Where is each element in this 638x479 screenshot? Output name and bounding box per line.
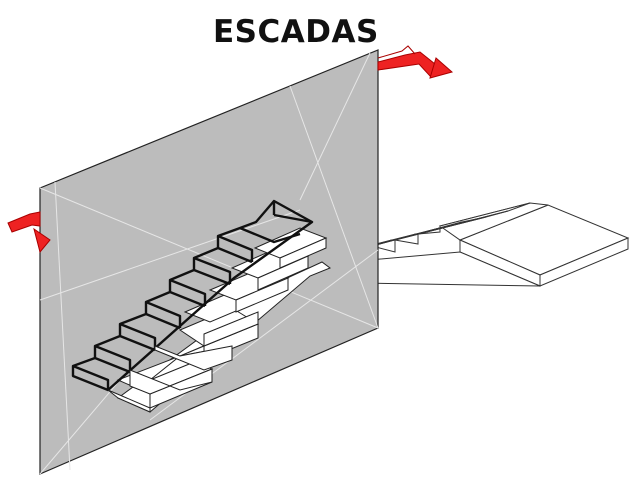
landing-side bbox=[539, 237, 629, 287]
step-riser bbox=[279, 237, 327, 269]
diagram-title: ESCADAS bbox=[213, 14, 379, 50]
section-cut-profile bbox=[71, 199, 314, 392]
step-riser bbox=[235, 277, 289, 313]
section-plane bbox=[39, 49, 379, 475]
plane-hatch-lines bbox=[39, 52, 379, 475]
near-flight-side bbox=[107, 345, 233, 413]
cut-direction-arrow-icon bbox=[7, 211, 51, 254]
cut-direction-arrow-icon bbox=[377, 45, 454, 79]
step-riser bbox=[203, 311, 259, 347]
